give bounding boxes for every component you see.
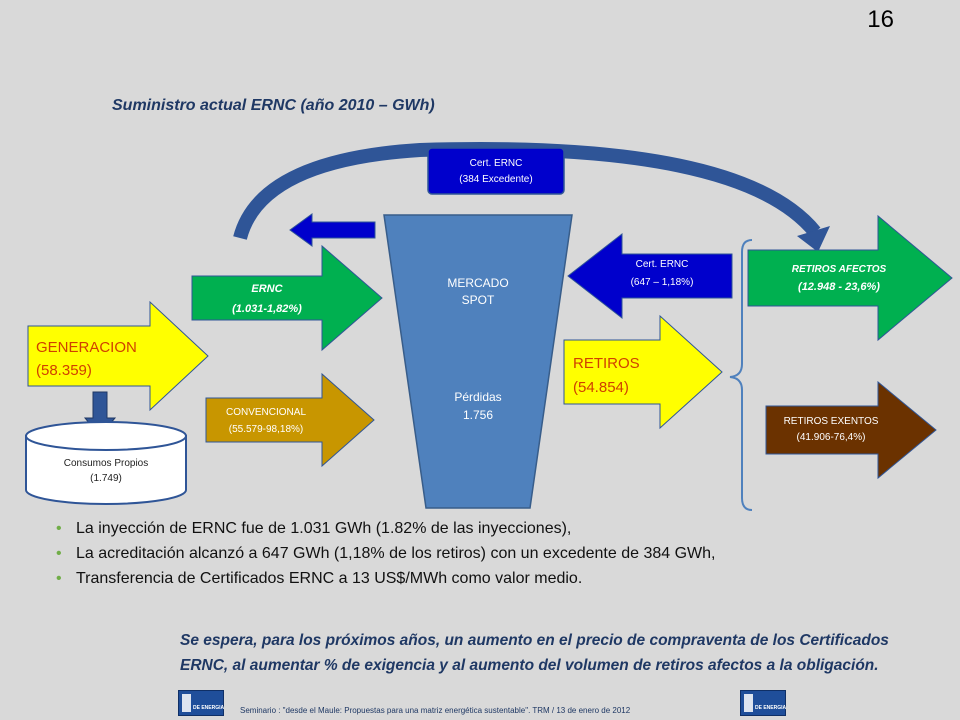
- convencional-label: CONVENCIONAL: [226, 407, 306, 418]
- return-arrow: [289, 213, 376, 247]
- consumos-label: Consumos Propios: [64, 458, 148, 469]
- bullet-list: La inyección de ERNC fue de 1.031 GWh (1…: [56, 516, 715, 591]
- cert-ernc-label: Cert. ERNC: [636, 259, 689, 270]
- convencional-value: (55.579-98,18%): [229, 424, 304, 435]
- bullet-item-3: Transferencia de Certificados ERNC a 13 …: [56, 566, 715, 591]
- retiros-exentos-label: RETIROS EXENTOS: [784, 416, 879, 427]
- generacion-label: GENERACION: [36, 339, 137, 356]
- consumos-cylinder: [25, 435, 187, 505]
- perdidas-value: 1.756: [463, 408, 493, 422]
- footer-caption: Seminario : "desde el Maule: Propuestas …: [240, 706, 631, 715]
- retiros-afectos-arrow: [747, 214, 953, 342]
- flow-diagram: MERCADO SPOT Pérdidas 1.756 Cert. ERNC (…: [25, 142, 953, 511]
- logo-text-right: DE ENERGIA: [755, 705, 787, 711]
- retiros-label: RETIROS: [573, 355, 640, 372]
- perdidas-label: Pérdidas: [454, 390, 501, 404]
- bullet-item-2: La acreditación alcanzó a 647 GWh (1,18%…: [56, 541, 715, 566]
- cert-ernc-value: (647 – 1,18%): [631, 277, 694, 288]
- mercado-label-2: SPOT: [462, 293, 495, 307]
- logo-mark-icon: [182, 694, 191, 712]
- ministry-logo-right: DE ENERGIA: [740, 690, 786, 716]
- retiros-afectos-label: RETIROS AFECTOS: [792, 264, 887, 275]
- generacion-value: (58.359): [36, 362, 92, 379]
- retiros-exentos-value: (41.906-76,4%): [797, 432, 866, 443]
- ernc-arrow: [191, 244, 383, 352]
- logo-text-left: DE ENERGIA: [193, 705, 225, 711]
- retiros-brace: [729, 239, 753, 511]
- cert-excedente-value: (384 Excedente): [459, 174, 532, 185]
- retiros-value: (54.854): [573, 379, 629, 396]
- slide-title: Suministro actual ERNC (año 2010 – GWh): [112, 97, 435, 114]
- surplus-curve-arrowhead: [797, 226, 830, 252]
- ministry-logo-left: DE ENERGIA: [178, 690, 224, 716]
- retiros-afectos-value: (12.948 - 23,6%): [798, 281, 880, 293]
- ernc-value: (1.031-1,82%): [232, 303, 302, 315]
- bullet-item-1: La inyección de ERNC fue de 1.031 GWh (1…: [56, 516, 715, 541]
- consumos-value: (1.749): [90, 473, 122, 484]
- logo-mark-icon: [744, 694, 753, 712]
- retiros-arrow: [563, 314, 723, 430]
- slide-number: 16: [867, 6, 894, 33]
- mercado-spot-box: [383, 214, 573, 509]
- cert-excedente-box: [427, 147, 565, 195]
- conclusion-line-1: Se espera, para los próximos años, un au…: [180, 632, 889, 649]
- conclusion-line-2: ERNC, al aumentar % de exigencia y al au…: [180, 657, 879, 674]
- consumos-cylinder-top: [25, 421, 187, 451]
- retiros-exentos-arrow: [765, 380, 937, 480]
- cert-ernc-arrow: [567, 232, 733, 320]
- generacion-arrow: [27, 300, 209, 412]
- ernc-label: ERNC: [251, 283, 283, 295]
- cert-excedente-label: Cert. ERNC: [470, 158, 523, 169]
- mercado-label-1: MERCADO: [447, 276, 508, 290]
- conclusion-note: Se espera, para los próximos años, un au…: [180, 628, 940, 678]
- convencional-arrow: [205, 372, 375, 468]
